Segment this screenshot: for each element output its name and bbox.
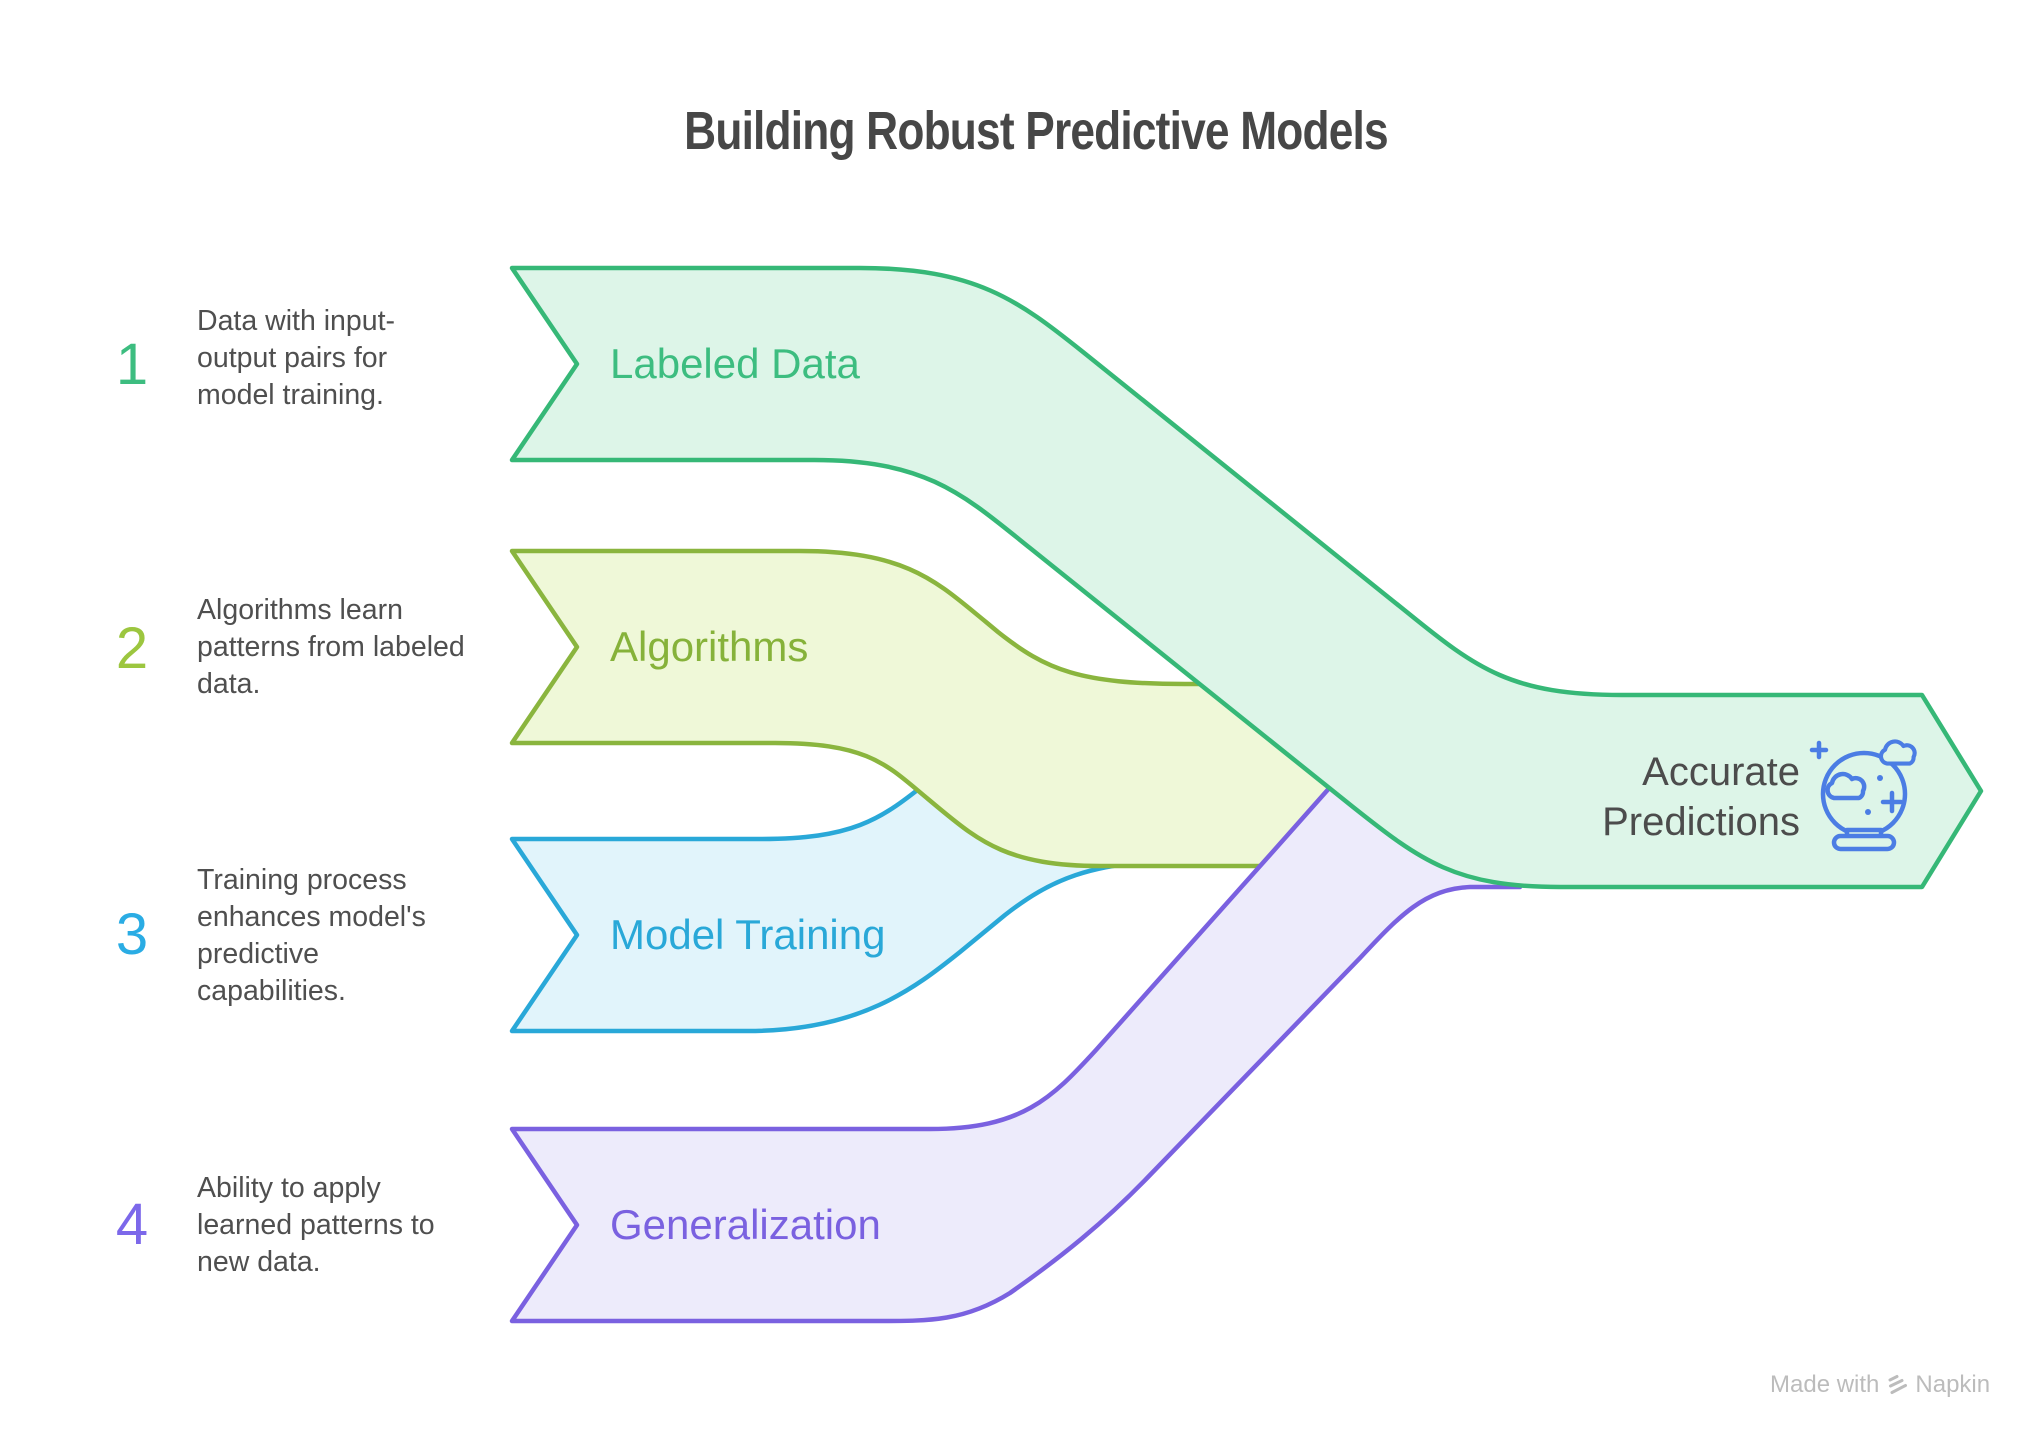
- step-3-number: 3: [115, 902, 149, 967]
- chevron-label-algorithms: Algorithms: [610, 623, 809, 670]
- ribbon-labeled-data[interactable]: [509, 265, 1984, 890]
- step-2-number: 2: [115, 616, 149, 681]
- step-1-description: Data with input-output pairs for model t…: [197, 305, 396, 411]
- page-title: Building Robust Predictive Models: [684, 101, 1388, 161]
- crystal-ball-icon: [1809, 739, 1917, 852]
- step-2-description: Algorithms learn patterns from labeled d…: [197, 594, 465, 700]
- step-1-number: 1: [115, 332, 149, 397]
- step-4-number: 4: [115, 1192, 149, 1257]
- chevron-label-model-training: Model Training: [610, 911, 886, 958]
- chevron-label-labeled-data: Labeled Data: [610, 340, 860, 387]
- result-label: Accurate Predictions: [1602, 750, 1800, 844]
- step-4-description: Ability to apply learned patterns to new…: [197, 1172, 435, 1278]
- napkin-logo-icon: [1888, 1375, 1908, 1394]
- watermark-prefix: Made with: [1770, 1371, 1880, 1398]
- watermark: Made with Napkin: [1770, 1370, 1990, 1400]
- watermark-brand: Napkin: [1915, 1371, 1991, 1398]
- ribbon-generalization[interactable]: [509, 773, 1523, 1324]
- step-3-description: Training process enhances model's predic…: [197, 864, 426, 1007]
- chevron-label-generalization: Generalization: [610, 1201, 881, 1248]
